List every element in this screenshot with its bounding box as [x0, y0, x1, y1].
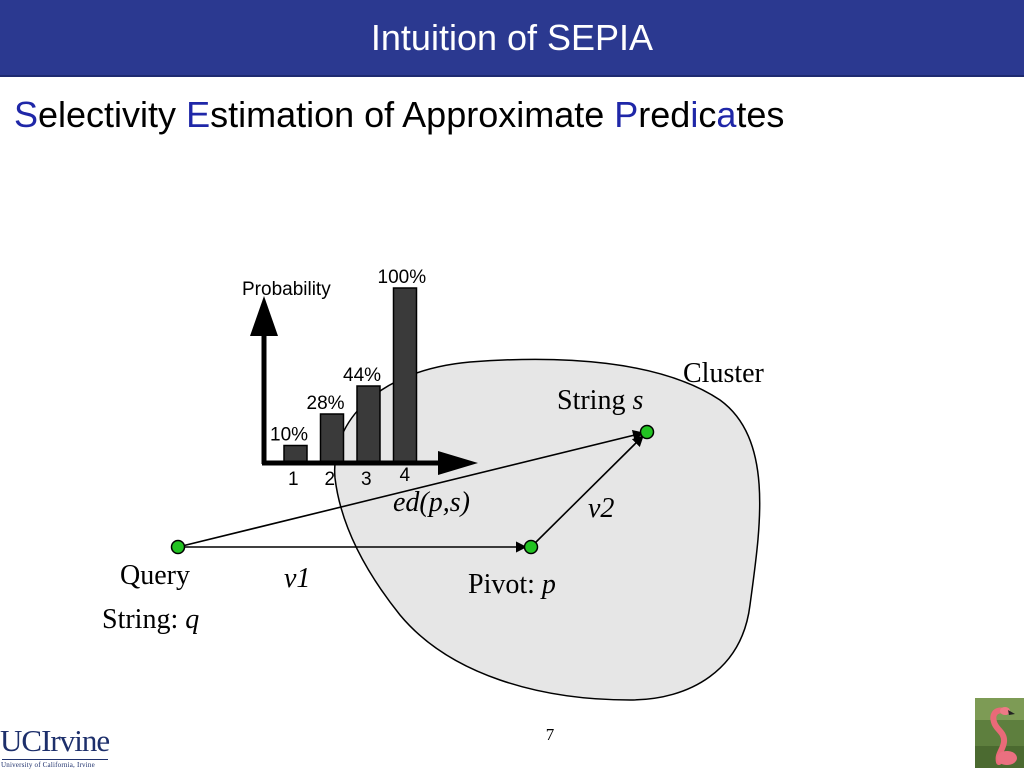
string-s-node	[639, 424, 655, 440]
histogram-bar	[319, 413, 345, 464]
uci-logo-wordmark: UCIrvine	[0, 723, 110, 758]
query-node	[170, 539, 186, 555]
histogram-value-label: 100%	[378, 267, 427, 288]
flamingo-logo-icon	[975, 698, 1024, 768]
slide-title: Intuition of SEPIA	[370, 17, 654, 58]
subtitle-text: c	[698, 94, 717, 135]
query-label-line2: String: q	[102, 604, 199, 635]
title-bar: Intuition of SEPIA	[0, 0, 1024, 77]
histogram-value-label: 28%	[307, 393, 345, 414]
slide-subtitle: Selectivity Estimation of Approximate Pr…	[14, 93, 784, 137]
histogram-tick-label: 1	[288, 469, 299, 490]
subtitle-accent-letter: S	[14, 94, 39, 135]
histogram-y-arrow	[250, 296, 278, 336]
histogram-value-labels: 10% 28% 44% 100%	[270, 267, 426, 446]
histogram-value-label: 10%	[270, 425, 308, 446]
uci-logo-rule	[2, 759, 108, 760]
subtitle-text: electivity	[38, 94, 187, 135]
histogram-x-arrow	[438, 451, 478, 475]
histogram-tick-labels: 1 2 3 4	[288, 465, 411, 490]
page-number: 7	[545, 725, 555, 744]
edit-distance-label: ed(p,s)	[393, 487, 470, 518]
subtitle-text: red	[638, 94, 691, 135]
histogram-bar	[392, 287, 418, 464]
string-s-label: String s	[557, 385, 643, 416]
histogram-tick-label: 4	[400, 465, 411, 486]
uci-logo-subtitle: University of California, Irvine	[1, 761, 95, 769]
histogram-tick-label: 2	[325, 469, 336, 490]
query-label-line1: Query	[120, 560, 190, 591]
edge-v2	[530, 435, 644, 548]
histogram-tick-label: 3	[361, 469, 372, 490]
pivot-node	[523, 539, 539, 555]
edge-v1-label: v1	[284, 563, 310, 594]
subtitle-accent-letter: P	[614, 94, 639, 135]
subtitle-accent-letter: i	[690, 94, 699, 135]
cluster-region	[333, 358, 761, 701]
histogram-bar	[283, 444, 308, 464]
uci-logo: UCIrvine University of California, Irvin…	[0, 722, 112, 769]
histogram-bar	[356, 385, 381, 464]
subtitle-text: stimation of Approximate	[210, 94, 615, 135]
edge-query-to-s	[177, 429, 645, 548]
histogram-axis-label: Probability	[242, 279, 331, 300]
edge-v2-label: v2	[588, 493, 614, 524]
pivot-label: Pivot: p	[468, 569, 556, 600]
cluster-label: Cluster	[683, 358, 765, 389]
subtitle-accent-letter: E	[186, 94, 211, 135]
histogram-value-label: 44%	[343, 365, 381, 386]
subtitle-accent-letter: a	[716, 94, 737, 135]
histogram-bars	[283, 287, 418, 464]
subtitle-text: tes	[736, 94, 785, 135]
